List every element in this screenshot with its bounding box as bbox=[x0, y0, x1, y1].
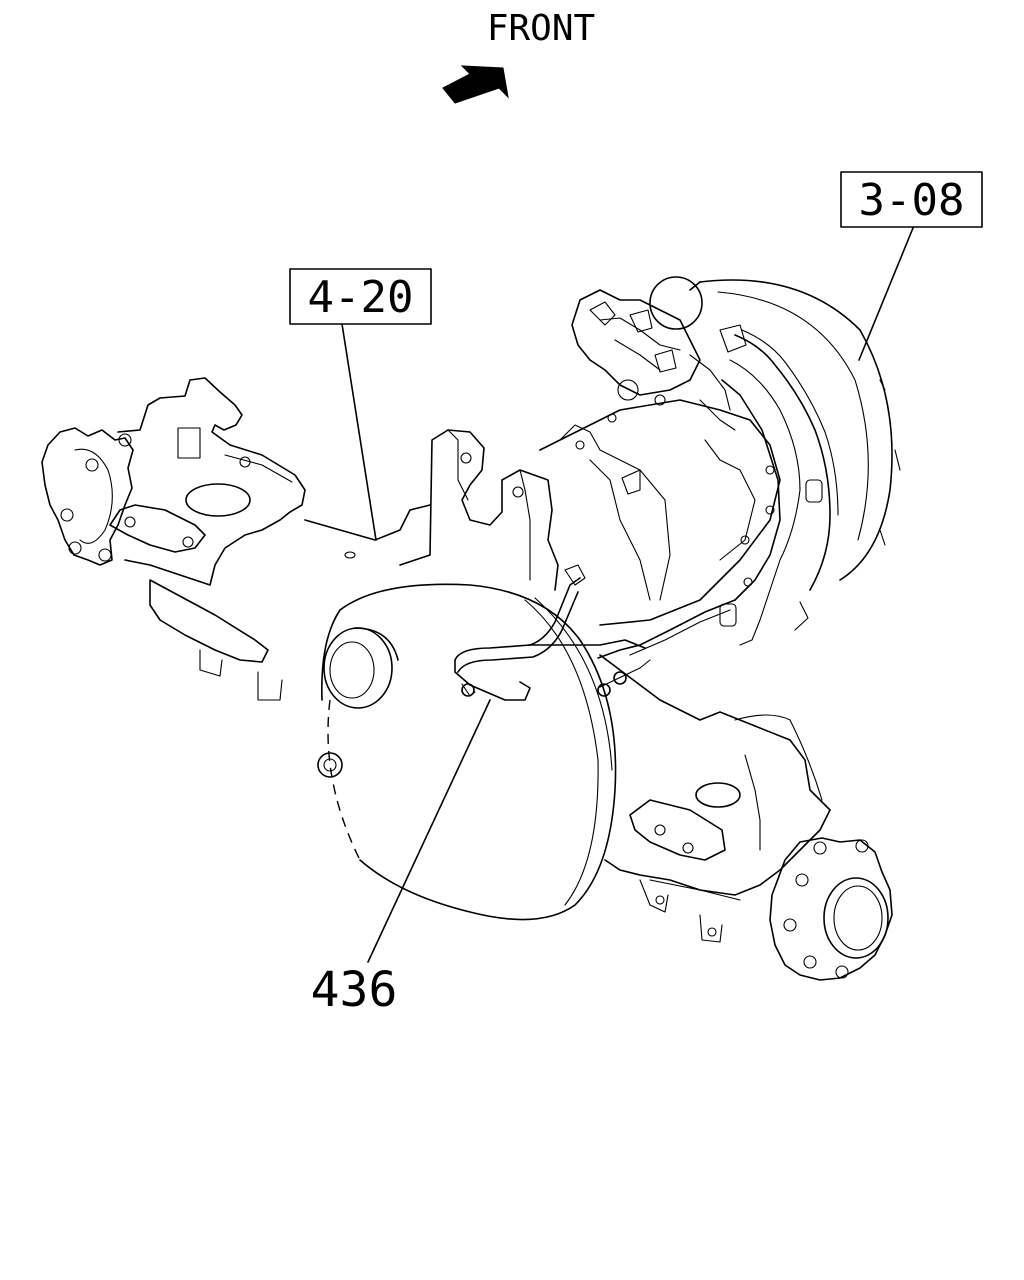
carrier-bracket bbox=[399, 429, 559, 591]
differential-housing bbox=[317, 583, 617, 921]
leader-line-left-ref bbox=[341, 323, 377, 541]
leader-line-right-ref bbox=[858, 227, 914, 361]
callout-ref-left: 4-20 bbox=[289, 268, 432, 325]
front-label: FRONT bbox=[487, 8, 595, 49]
brake-tubes bbox=[454, 329, 839, 701]
ref-right-label: 3-08 bbox=[859, 175, 965, 226]
ref-left-label: 4-20 bbox=[308, 272, 414, 323]
leader-line-part bbox=[367, 699, 491, 963]
callout-ref-right: 3-08 bbox=[840, 171, 983, 228]
rear-drum bbox=[539, 279, 901, 626]
right-housing bbox=[599, 654, 831, 943]
callout-part-number: 436 bbox=[311, 699, 491, 1018]
axle-assembly-drawing bbox=[41, 276, 901, 981]
part-number-label: 436 bbox=[311, 962, 398, 1018]
arrow-icon bbox=[442, 65, 509, 104]
left-housing bbox=[109, 377, 431, 701]
valve-cluster bbox=[571, 276, 747, 431]
left-hub bbox=[41, 427, 134, 566]
right-hub bbox=[769, 837, 893, 981]
